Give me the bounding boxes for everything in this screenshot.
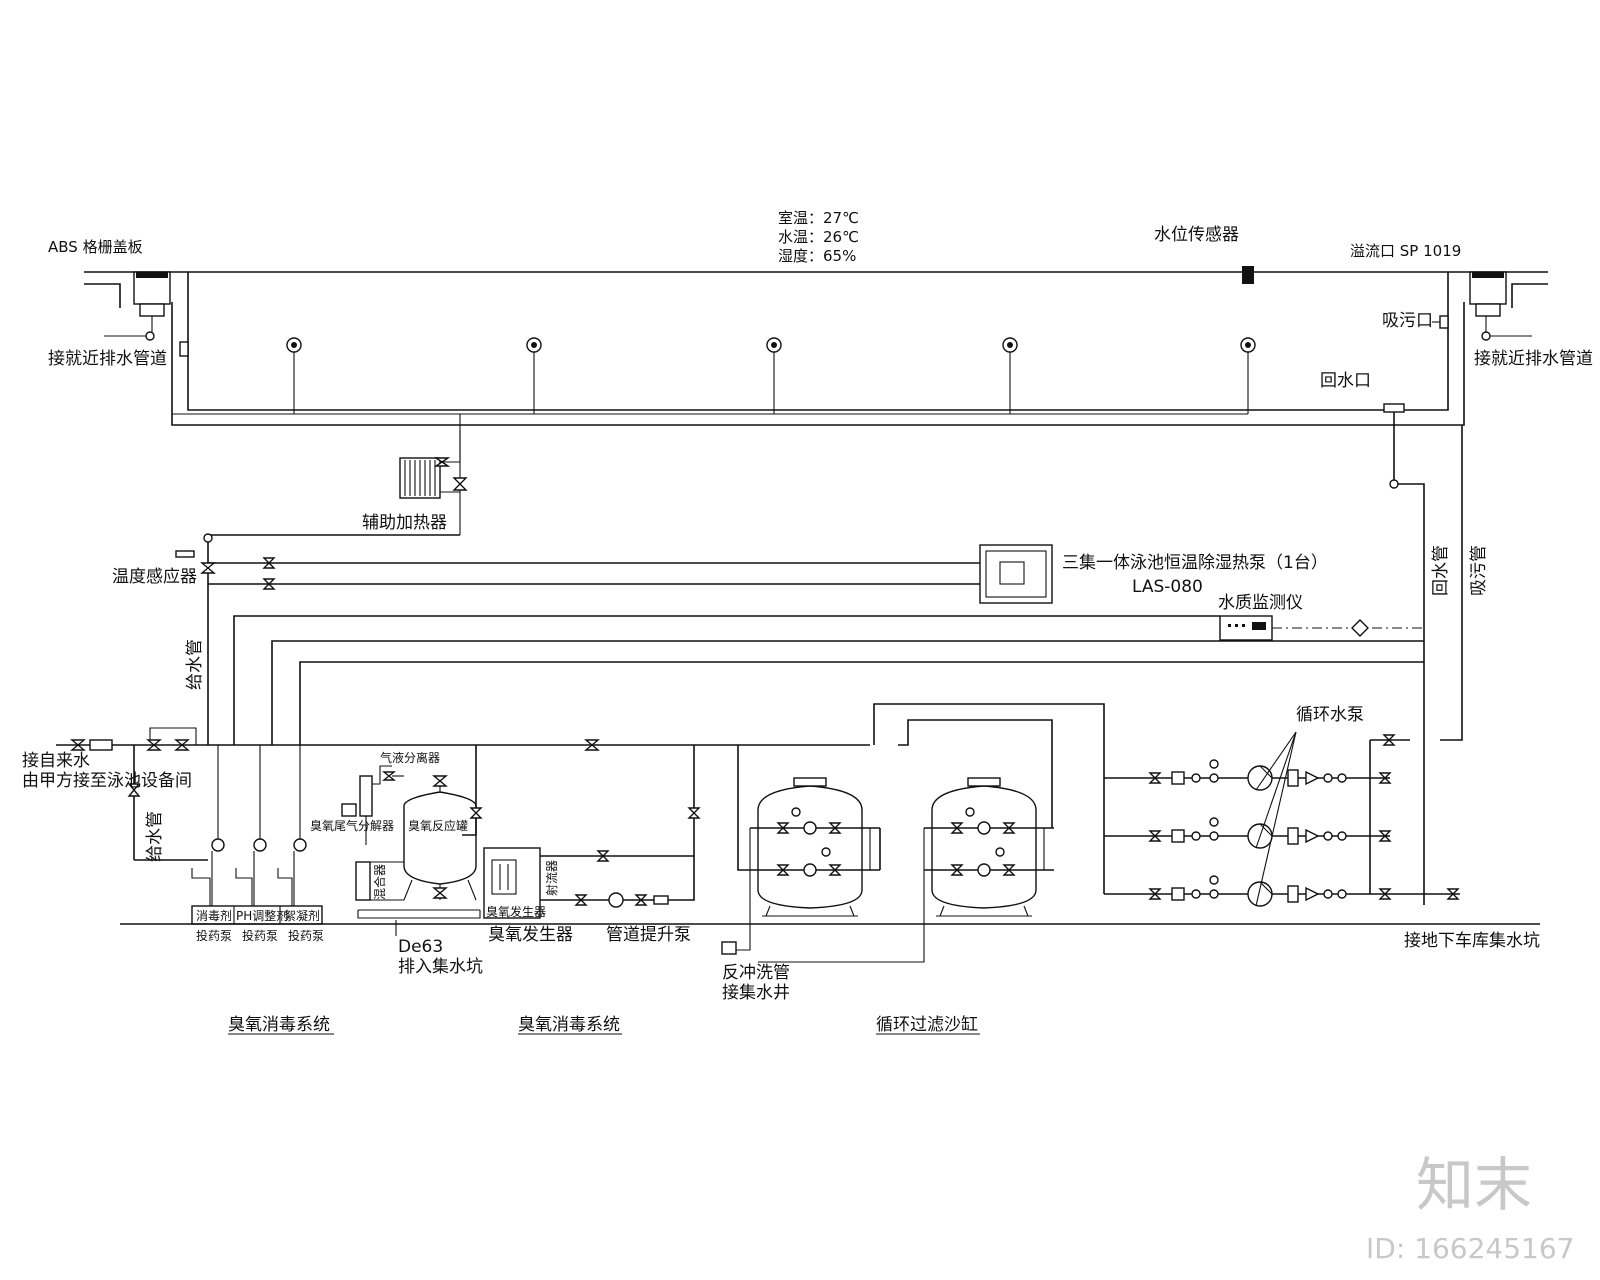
reaction-tank-label: 臭氧反应罐 — [408, 818, 468, 833]
venturi-label: 射流器 — [544, 860, 559, 896]
aux-heater — [399, 414, 468, 535]
sand-filter-1 — [757, 777, 863, 917]
watermark-id: ID: 166245167 — [1366, 1232, 1574, 1265]
supply-pipe-label: 给水管 — [185, 639, 205, 690]
return-port-label: 回水口 — [1320, 371, 1371, 391]
backwash-target-label: 接集水井 — [722, 983, 790, 1003]
generator-box-label: 臭氧发生器 — [486, 904, 546, 919]
water-quality-monitor-label: 水质监测仪 — [1218, 593, 1303, 613]
tap-water-label: 接自来水 — [22, 751, 90, 771]
drain-right-label: 接就近排水管道 — [1474, 349, 1593, 369]
heat-pump-loop — [200, 544, 1053, 604]
section-title-1: 臭氧消毒系统 — [228, 1015, 330, 1035]
floor-inlets — [172, 337, 1256, 415]
pool-outline — [84, 271, 1548, 426]
dosing-pump-2: 投药泵 — [242, 928, 278, 943]
suction-port-label: 吸污口 — [1382, 311, 1433, 331]
aux-heater-label: 辅助加热器 — [362, 513, 447, 533]
dosing-tank-3: 絮凝剂 — [284, 908, 320, 923]
booster-pump-label: 管道提升泵 — [606, 925, 691, 945]
water-temp: 水温：26℃ — [778, 228, 859, 246]
garage-sump-label: 接地下车库集水坑 — [1404, 931, 1540, 951]
generator-label: 臭氧发生器 — [488, 925, 573, 945]
dosing-system — [191, 745, 323, 925]
mixer-label: 混合器 — [372, 864, 387, 900]
water-level-sensor-label: 水位传感器 — [1154, 225, 1239, 245]
temp-sensor-label: 温度感应器 — [112, 567, 197, 587]
suction-and-return-ports — [1383, 315, 1463, 905]
heat-pump-model: LAS-080 — [1132, 577, 1203, 597]
watermark-logo: 知末 — [1416, 1151, 1532, 1219]
dosing-pump-3: 投药泵 — [288, 928, 324, 943]
section-title-3: 循环过滤沙缸 — [876, 1014, 978, 1035]
room-temp: 室温：27℃ — [778, 209, 859, 227]
temp-sensor-probe — [175, 550, 195, 558]
monitor-loop — [233, 615, 1424, 745]
right-overflow-gutter — [1469, 271, 1532, 341]
return-pipe-label: 回水管 — [1431, 545, 1451, 596]
backwash-label: 反冲洗管 — [722, 963, 790, 983]
overflow-outlet-label: 溢流口 SP 1019 — [1350, 242, 1461, 260]
ozone-system — [341, 745, 701, 936]
exhaust-decomposer-label: 臭氧尾气分解器 — [310, 818, 394, 833]
drain-target-label: 排入集水坑 — [398, 957, 483, 977]
heat-pump-label: 三集一体泳池恒温除湿热泵（1台） — [1062, 553, 1328, 573]
dosing-tank-2: PH调整剂 — [236, 908, 288, 923]
filter-piping — [721, 703, 1105, 963]
circulation-pumps — [1104, 731, 1460, 907]
section-title-2: 臭氧消毒系统 — [518, 1015, 620, 1035]
suction-pipe-label: 吸污管 — [1469, 545, 1489, 596]
main-supply-line — [56, 727, 870, 861]
tap-water-note: 由甲方接至泳池设备间 — [22, 771, 192, 791]
supply-pipe-label-2: 给水管 — [145, 811, 165, 862]
heater-supply-line — [207, 534, 460, 745]
humidity: 湿度：65% — [778, 247, 856, 265]
left-overflow-gutter — [104, 271, 171, 341]
sand-filter-2 — [931, 777, 1037, 917]
dosing-pump-1: 投药泵 — [196, 928, 232, 943]
wall-inlet-fitting — [179, 341, 189, 357]
drain-size-label: De63 — [398, 937, 443, 957]
dosing-tank-1: 消毒剂 — [196, 908, 232, 923]
circulation-pumps-label: 循环水泵 — [1296, 705, 1364, 725]
gas-liquid-separator-label: 气液分离器 — [380, 750, 440, 765]
cover-label: ABS 格栅盖板 — [48, 238, 143, 256]
water-level-sensor-icon — [1242, 266, 1254, 284]
drain-left-label: 接就近排水管道 — [48, 349, 167, 369]
